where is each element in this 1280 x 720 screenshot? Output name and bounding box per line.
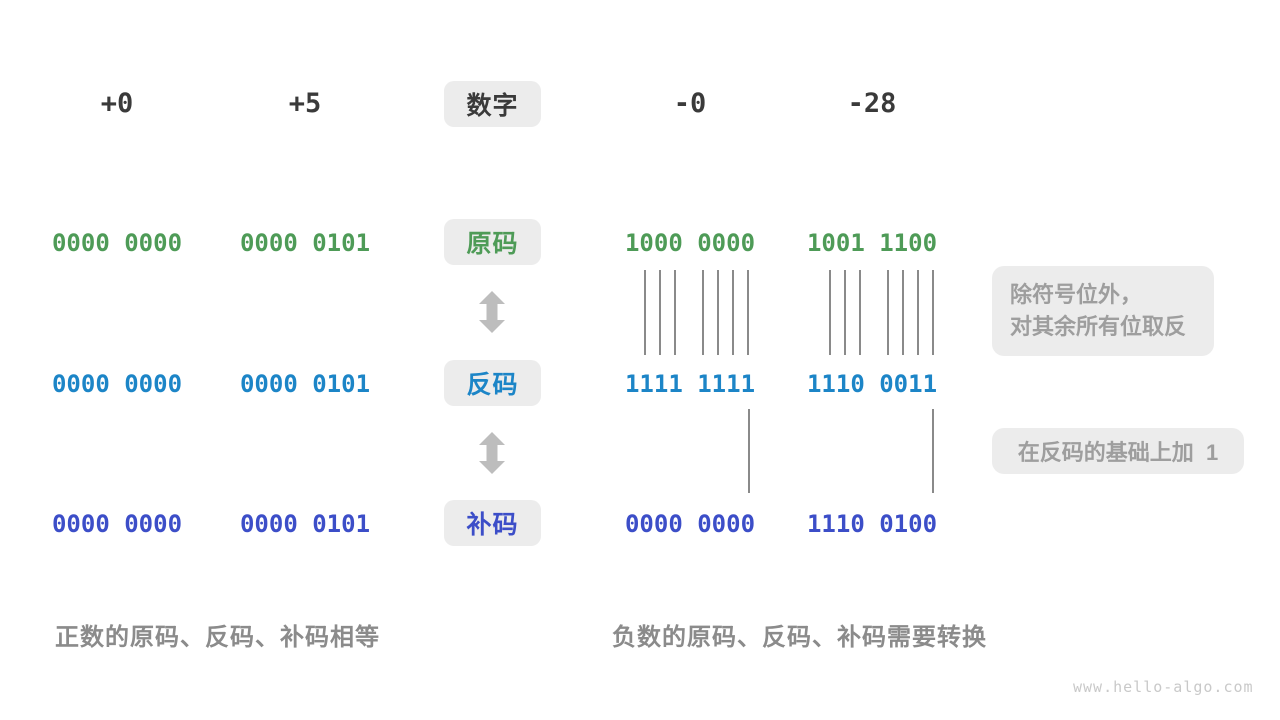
add-one-line-minus0	[748, 409, 750, 493]
updown-arrow-icon	[479, 432, 505, 474]
updown-arrow-icon	[479, 291, 505, 333]
label-box-sign-magnitude: 原码	[444, 219, 541, 265]
number-header-plus5: +5	[288, 88, 322, 119]
add-one-line-minus28	[932, 409, 934, 493]
caption-positive-numbers: 正数的原码、反码、补码相等	[55, 624, 380, 651]
twos-complement-value-plus5: 0000 0101	[239, 510, 371, 538]
ones-complement-value-plus5: 0000 0101	[239, 370, 371, 398]
number-header-minus28: -28	[847, 88, 897, 119]
bit-mapping-lines-minus28	[829, 270, 959, 355]
ones-complement-value-minus0: 1111 1111	[624, 370, 756, 398]
ones-complement-value-plus0: 0000 0000	[51, 370, 183, 398]
twos-complement-value-plus0: 0000 0000	[51, 510, 183, 538]
label-box-ones-complement: 反码	[444, 360, 541, 406]
bit-mapping-lines-minus0	[644, 270, 774, 355]
twos-complement-value-minus28: 1110 0100	[806, 510, 938, 538]
watermark-url: www.hello-algo.com	[1073, 678, 1254, 696]
note-invert-line2: 对其余所有位取反	[1010, 314, 1187, 339]
label-box-twos-complement: 补码	[444, 500, 541, 546]
caption-negative-numbers: 负数的原码、反码、补码需要转换	[612, 624, 987, 651]
note-invert-line1: 除符号位外，	[1010, 282, 1143, 307]
ones-complement-value-minus28: 1110 0011	[806, 370, 938, 398]
sign-magnitude-value-plus0: 0000 0000	[51, 229, 183, 257]
label-box-number: 数字	[444, 81, 541, 127]
sign-magnitude-value-plus5: 0000 0101	[239, 229, 371, 257]
sign-magnitude-value-minus0: 1000 0000	[624, 229, 756, 257]
number-header-plus0: +0	[100, 88, 134, 119]
note-invert-bits: 除符号位外， 对其余所有位取反	[992, 266, 1214, 356]
sign-magnitude-value-minus28: 1001 1100	[806, 229, 938, 257]
number-header-minus0: -0	[673, 88, 707, 119]
twos-complement-value-minus0: 0000 0000	[624, 510, 756, 538]
note-add-one: 在反码的基础上加 1	[992, 428, 1244, 474]
